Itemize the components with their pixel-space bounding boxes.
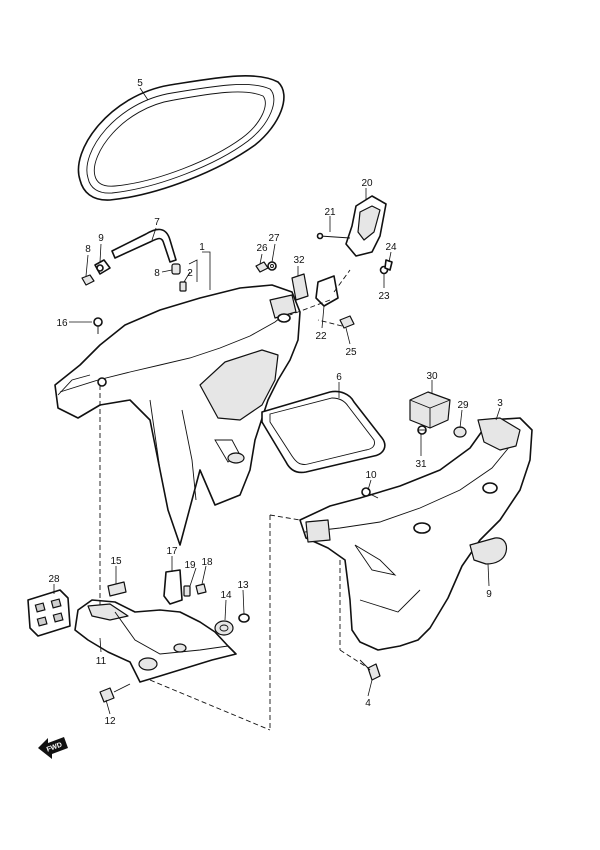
washer-28	[267, 261, 277, 271]
screw-8-right	[171, 263, 181, 275]
nut-20	[183, 585, 191, 597]
callout-11: 10	[365, 470, 377, 481]
callout-17: 16	[56, 318, 68, 329]
seal-6	[261, 390, 386, 474]
callout-4: 4	[365, 698, 371, 709]
callout-23: 22	[315, 331, 327, 342]
callout-6: 6	[336, 372, 342, 383]
screw-19	[195, 583, 207, 595]
hose-7	[111, 228, 177, 263]
callout-12: 11	[96, 656, 107, 667]
callout-25: 24	[385, 242, 397, 253]
bolt-17	[93, 317, 103, 334]
lever-31	[409, 391, 451, 429]
callout-29: 28	[48, 574, 60, 585]
bracket-12	[74, 599, 237, 683]
callout-8-right: 8	[154, 268, 160, 279]
screw-32	[417, 425, 427, 435]
callout-21: 20	[361, 178, 373, 189]
plate-18	[163, 569, 183, 605]
nut-27	[255, 261, 269, 273]
callout-18: 17	[166, 546, 178, 557]
grommet-15	[214, 620, 234, 636]
pin-22	[316, 232, 351, 240]
callout-2: 2	[187, 268, 193, 279]
pad-33	[291, 273, 309, 301]
callout-14: 13	[237, 580, 249, 591]
callout-26: 25	[345, 347, 357, 358]
collar-14	[238, 613, 250, 623]
leader-lines	[53, 87, 501, 715]
cap-30	[453, 426, 467, 438]
knob-10	[469, 537, 508, 565]
screw-8-left	[81, 274, 95, 286]
bracket-23	[315, 275, 339, 307]
clip-16	[107, 581, 127, 597]
callout-16: 15	[110, 556, 122, 567]
fwd-arrow-icon: FWD	[38, 737, 68, 759]
lever-21	[345, 195, 387, 257]
callout-1: 1	[199, 242, 205, 253]
clip-25	[384, 259, 393, 271]
callout-31: 30	[426, 371, 438, 382]
callout-33: 32	[293, 255, 305, 266]
callout-5: 5	[137, 78, 143, 89]
callout-22: 21	[324, 207, 336, 218]
bolt-13	[99, 687, 115, 703]
bolt-26	[339, 315, 355, 329]
callout-15: 14	[220, 590, 232, 601]
callout-19: 18	[201, 557, 213, 568]
pad-29	[27, 589, 71, 637]
fitting-2	[179, 281, 187, 292]
bolt-4	[359, 659, 381, 681]
side-cover-1	[54, 284, 301, 546]
seal-ring-5	[77, 75, 285, 201]
callout-3: 3	[497, 398, 503, 409]
callout-8-left: 8	[85, 244, 91, 255]
callout-13: 12	[104, 716, 116, 727]
callout-30: 29	[457, 400, 469, 411]
callout-20: 19	[184, 560, 196, 571]
callout-27: 26	[256, 243, 268, 254]
clip-9	[94, 259, 111, 275]
side-cover-3	[299, 417, 533, 651]
callout-7: 7	[154, 217, 160, 228]
assembly-lines	[99, 269, 369, 731]
callout-10: 9	[486, 589, 492, 600]
callout-labels: 5 7 9 8 8 2 1 16 26 27 32 22 25 20 21 24…	[48, 78, 503, 727]
callout-32: 31	[415, 459, 427, 470]
callout-9: 9	[98, 233, 104, 244]
callout-24: 23	[378, 291, 390, 302]
callout-28: 27	[268, 233, 280, 244]
